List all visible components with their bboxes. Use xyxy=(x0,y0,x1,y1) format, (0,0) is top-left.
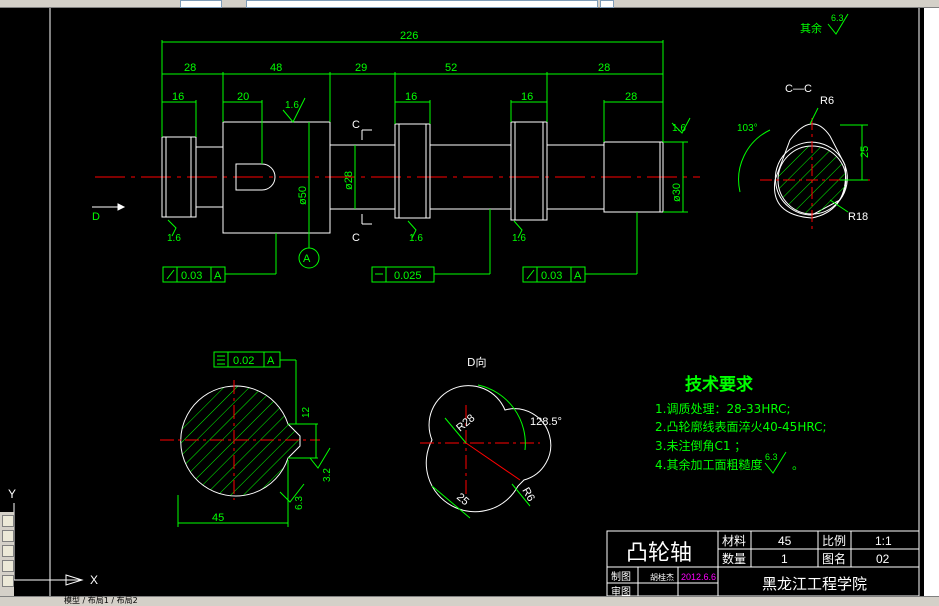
keyway-width: 12 xyxy=(301,406,312,418)
keyway-depth: 45 xyxy=(212,512,224,524)
tool-button-4[interactable] xyxy=(2,560,14,572)
view-d-r6: R6 xyxy=(519,486,536,504)
view-d-angle: 128.5° xyxy=(530,416,562,428)
tol-flatness: 0.025 xyxy=(394,270,422,282)
tol-datum2: A xyxy=(574,270,582,282)
keyway-rough1: 3.2 xyxy=(322,468,333,482)
title-qty-label: 数量 xyxy=(722,551,746,566)
ucs-x-label: X xyxy=(90,573,98,587)
title-material-value: 45 xyxy=(778,534,792,548)
section-c-bottom: C xyxy=(352,232,360,244)
dim-w1: 16 xyxy=(172,91,184,103)
layout-tabs[interactable]: 模型 / 布局1 / 布局2 xyxy=(64,596,138,605)
view-d-cam xyxy=(420,384,552,519)
section-cc-r6: R6 xyxy=(820,95,834,107)
rough-b: 1.6 xyxy=(167,233,181,244)
tech-req-roughness-symbol xyxy=(764,451,787,474)
dim-seg1: 28 xyxy=(184,62,196,74)
view-d-r28: R28 xyxy=(454,412,477,434)
dim-seg4: 52 xyxy=(445,62,457,74)
dim-w3: 16 xyxy=(405,91,417,103)
title-scale-label: 比例 xyxy=(822,534,846,548)
title-scale-value: 1:1 xyxy=(875,534,892,548)
section-cc-angle: 103° xyxy=(737,123,758,134)
tech-req-item-2: 2.凸轮廓线表面淬火40-45HRC; xyxy=(655,419,827,434)
dim-seg2: 48 xyxy=(270,62,282,74)
title-drawing-no-label: 图名 xyxy=(822,551,846,566)
tol-runout1: 0.03 xyxy=(181,270,202,282)
dim-overall: 226 xyxy=(400,30,418,42)
tech-req-item4-tail: 。 xyxy=(792,458,804,472)
dim-seg3: 29 xyxy=(355,62,367,74)
title-qty-value: 1 xyxy=(781,552,788,566)
title-drawn-label: 制图 xyxy=(611,570,631,583)
tech-req-title: 技术要求 xyxy=(685,374,753,395)
section-cc-r18: R18 xyxy=(848,211,868,223)
section-cc-height: 25 xyxy=(859,146,871,158)
rough-a: 1.6 xyxy=(285,100,299,111)
layer-field[interactable] xyxy=(180,0,222,8)
rough-e: 1.6 xyxy=(672,123,686,134)
title-material-label: 材料 xyxy=(722,534,746,548)
keyway-rough2: 6.3 xyxy=(294,496,305,510)
view-d-dim25: 25 xyxy=(454,491,471,508)
roughness-symbol xyxy=(827,13,849,35)
ucs-icon xyxy=(13,503,84,586)
toolbar-strip xyxy=(0,0,939,8)
tool-button-5[interactable] xyxy=(2,575,14,587)
right-scrollbar[interactable] xyxy=(924,8,939,596)
dim-w5: 28 xyxy=(625,91,637,103)
tech-req-item-4: 4.其余加工面粗糙度 xyxy=(655,457,762,472)
tech-req-item-3: 3.未注倒角C1 ； xyxy=(655,438,746,453)
tech-req-item4-value: 6.3 xyxy=(765,452,778,462)
title-drawn-date: 2012.6.6 xyxy=(681,572,716,582)
tool-button-3[interactable] xyxy=(2,545,14,557)
dim-dia1: ø50 xyxy=(297,186,309,205)
dim-w2: 20 xyxy=(237,91,249,103)
datum-circle-a: A xyxy=(303,253,311,265)
tolerance-frames xyxy=(162,209,638,283)
section-marks xyxy=(92,129,372,225)
dimension-lines xyxy=(161,40,688,233)
section-cc-label: C—C xyxy=(785,83,812,95)
title-part-name: 凸轮轴 xyxy=(626,541,692,566)
section-c-top: C xyxy=(352,119,360,131)
dim-dia2: ø28 xyxy=(343,171,355,190)
dim-w4: 16 xyxy=(521,91,533,103)
tech-req-item-1: 1.调质处理：28-33HRC; xyxy=(655,402,791,416)
tol-symmetry: 0.02 xyxy=(233,355,254,367)
tool-button-1[interactable] xyxy=(2,515,14,527)
roughness-marks xyxy=(167,97,691,239)
ucs-y-label: Y xyxy=(8,487,16,501)
dropdown-field[interactable] xyxy=(600,0,614,8)
left-toolbar xyxy=(0,512,14,596)
shaft-outline xyxy=(161,121,664,234)
keyway-section xyxy=(160,351,331,527)
rough-d: 1.6 xyxy=(512,233,526,244)
title-drawing-no-value: 02 xyxy=(876,552,890,566)
tol-datum3: A xyxy=(267,355,275,367)
view-d-label: D向 xyxy=(467,355,486,369)
view-d-marker: D xyxy=(92,211,100,223)
title-school: 黑龙江工程学院 xyxy=(762,575,867,593)
style-field[interactable] xyxy=(246,0,598,8)
tool-button-2[interactable] xyxy=(2,530,14,542)
dim-seg5: 28 xyxy=(598,62,610,74)
tol-datum1: A xyxy=(214,270,222,282)
section-cc xyxy=(738,107,870,230)
roughness-rest-label: 其余 xyxy=(800,21,822,35)
roughness-rest-value: 6.3 xyxy=(831,13,844,23)
layout-tabs-bar: 模型 / 布局1 / 布局2 xyxy=(0,596,939,606)
dim-dia3: ø30 xyxy=(671,183,683,202)
title-checked-label: 审图 xyxy=(611,585,631,598)
title-drawn-by: 胡桂杰 xyxy=(650,572,674,582)
rough-c: 1.6 xyxy=(409,233,423,244)
tol-runout2: 0.03 xyxy=(541,270,562,282)
